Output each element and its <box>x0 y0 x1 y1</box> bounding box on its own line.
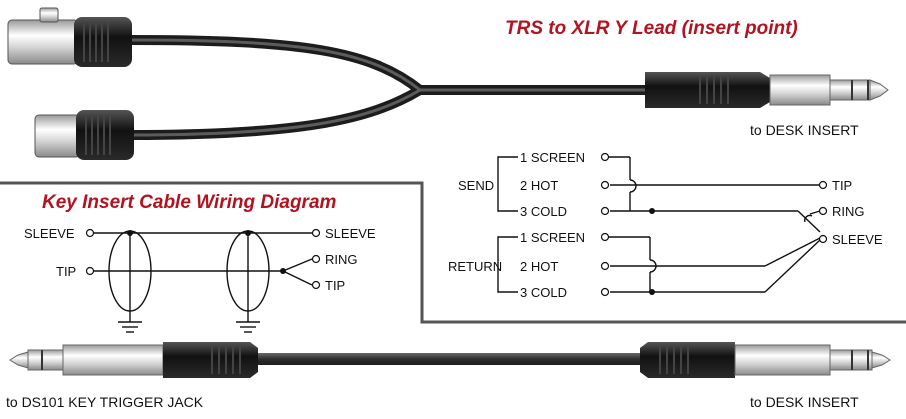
key-right-ring: RING <box>325 252 358 267</box>
trs-pin-tip: TIP <box>832 178 852 193</box>
bottom-desk-insert-caption: to DESK INSERT <box>750 394 859 410</box>
key-trigger-caption: to DS101 KEY TRIGGER JACK <box>6 394 204 410</box>
send-return-junctions <box>649 208 655 295</box>
trs-xlr-title: TRS to XLR Y Lead (insert point) <box>505 18 798 39</box>
xlr-male-connector <box>34 110 134 160</box>
send-label: SEND <box>458 178 494 193</box>
key-right-tip: TIP <box>325 278 345 293</box>
xlr-female-connector <box>7 7 132 67</box>
send-pin-3: 3 COLD <box>520 204 567 219</box>
send-return-terminals <box>600 152 828 297</box>
bottom-right-jack <box>640 342 891 378</box>
trs-pin-sleeve: SLEEVE <box>832 232 883 247</box>
send-return-labels: SEND RETURN 1 SCREEN 2 HOT 3 COLD 1 SCRE… <box>448 150 883 300</box>
return-pin-1: 1 SCREEN <box>520 230 585 245</box>
key-insert-wiring <box>92 230 313 333</box>
trs-pin-ring: RING <box>832 204 865 219</box>
send-return-wiring <box>497 156 821 293</box>
send-pin-2: 2 HOT <box>520 178 558 193</box>
key-left-tip: TIP <box>56 264 76 279</box>
trs-jack-top <box>645 72 889 108</box>
key-insert-junctions <box>127 230 286 274</box>
bottom-cable <box>250 353 645 365</box>
key-right-sleeve: SLEEVE <box>325 226 376 241</box>
return-pin-2: 2 HOT <box>520 259 558 274</box>
key-insert-labels: SLEEVE TIP SLEEVE RING TIP <box>24 226 376 293</box>
return-pin-3: 3 COLD <box>520 285 567 300</box>
return-label: RETURN <box>448 259 502 274</box>
key-insert-terminals <box>85 228 321 290</box>
send-pin-1: 1 SCREEN <box>520 150 585 165</box>
top-desk-insert-caption: to DESK INSERT <box>750 122 859 138</box>
key-insert-title: Key Insert Cable Wiring Diagram <box>42 192 337 213</box>
y-lead-cable <box>125 35 655 140</box>
bottom-left-jack <box>9 342 258 378</box>
panel-borders <box>0 181 906 324</box>
key-left-sleeve: SLEEVE <box>24 226 75 241</box>
